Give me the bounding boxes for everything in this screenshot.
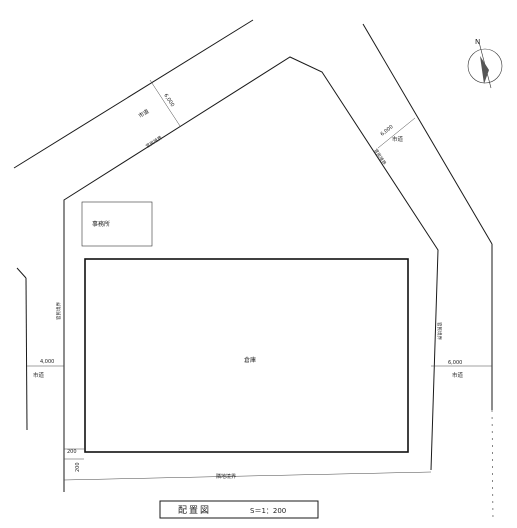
site-boundary xyxy=(63,56,439,492)
northeast-road-dimension-line xyxy=(377,117,416,149)
title-block: 配置図 S＝1：200 xyxy=(159,500,319,519)
site-boundary-line xyxy=(63,56,439,492)
north-boundary-label: 官民境界 xyxy=(144,134,163,150)
north-road-name-label: 市道 xyxy=(137,107,151,120)
west-road-width-label: 4,000 xyxy=(40,359,54,365)
compass-north-label: N xyxy=(475,38,480,46)
south-boundary-label: 隣地境界 xyxy=(216,473,236,480)
title-block-frame xyxy=(159,500,319,519)
northeast-boundary-label: 官民境界 xyxy=(372,147,388,166)
labels: 6,000 市道 官民境界 6,000 市道 官民境界 6,000 市道 官民境… xyxy=(33,93,464,480)
compass-circle xyxy=(467,48,503,84)
west-boundary-label: 官民境界 xyxy=(55,302,62,320)
west-road-name-label: 市道 xyxy=(33,371,45,379)
northeast-road-outer-edge xyxy=(362,23,493,245)
setback-label-a: 200 xyxy=(67,449,77,455)
northeast-road-name-label: 市道 xyxy=(392,135,404,143)
north-road-width-label: 6,000 xyxy=(162,93,175,108)
road-width-dimensions xyxy=(27,79,492,460)
compass: N xyxy=(467,38,503,89)
east-road-faint-edge xyxy=(491,409,494,521)
title-block-title: 配置図 xyxy=(178,505,211,516)
road-lines xyxy=(13,19,494,521)
setback-label-b: 200 xyxy=(75,462,81,472)
north-road-dimension-line xyxy=(149,79,181,127)
warehouse-building-label: 倉庫 xyxy=(244,356,256,364)
buildings xyxy=(81,201,409,453)
east-boundary-label: 官民境界 xyxy=(436,322,443,340)
compass-arrow-icon xyxy=(480,56,489,84)
south-boundary-line xyxy=(63,471,432,481)
west-road-outer-edge xyxy=(25,277,28,431)
title-block-scale: S＝1：200 xyxy=(250,507,286,515)
office-building-label: 事務所 xyxy=(92,220,110,228)
warehouse-building-outline xyxy=(84,258,409,453)
east-road-name-label: 市道 xyxy=(452,371,464,379)
northeast-road-width-label: 6,000 xyxy=(380,124,395,138)
east-road-width-label: 6,000 xyxy=(448,360,462,366)
north-road-outer-edge xyxy=(13,19,254,169)
west-road-corner xyxy=(16,267,27,279)
office-building-outline xyxy=(81,201,153,247)
